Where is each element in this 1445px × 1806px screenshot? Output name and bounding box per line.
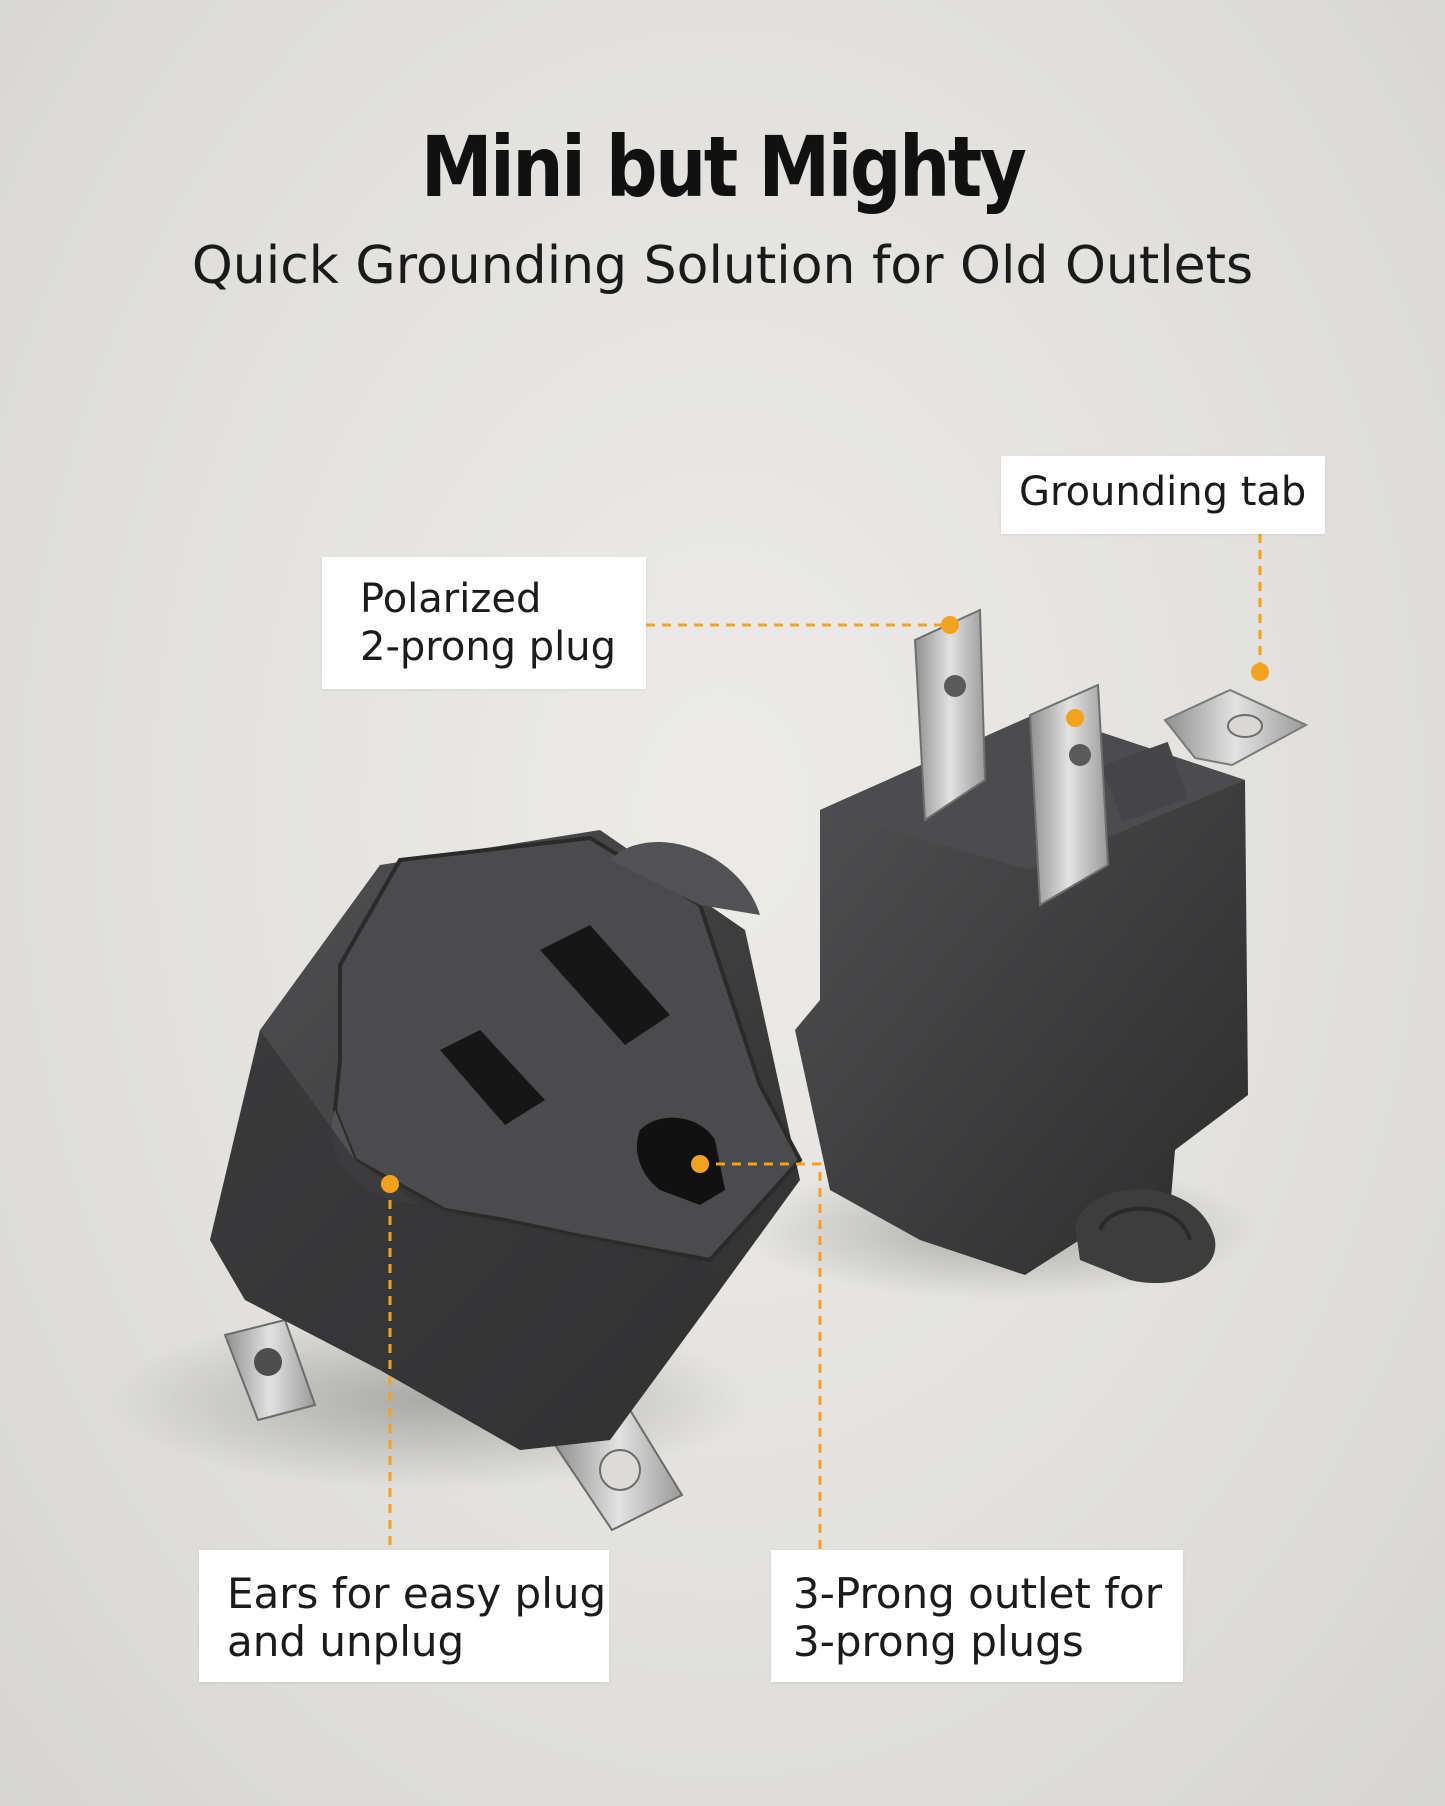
prong-right [1028, 683, 1110, 907]
adapter-front-side [210, 1030, 720, 1450]
callout-dots [381, 616, 1269, 1193]
ear-tab-right-hole [599, 1449, 641, 1491]
callout-ears-line2: and unplug [227, 1617, 465, 1666]
dot-three-prong [691, 1155, 709, 1173]
prong-right-hole [1069, 744, 1091, 766]
callout-three-prong-outlet: 3-Prong outlet for 3-prong plugs [771, 1550, 1183, 1682]
callout-polarized-plug: Polarized 2-prong plug [322, 557, 646, 689]
adapter-back-ear [1075, 1189, 1216, 1284]
callout-polarized-line2: 2-prong plug [360, 624, 617, 670]
adapter-back-label-area [1101, 741, 1189, 823]
callout-grounding-tab-text: Grounding tab [1019, 469, 1307, 515]
dot-polarized-1 [941, 616, 959, 634]
leader-three-prong [700, 1162, 822, 1550]
dot-grounding-tab [1251, 663, 1269, 681]
prong-left-hole [944, 675, 966, 697]
adapter-back-top [820, 712, 1245, 870]
adapter-back [795, 608, 1309, 1284]
adapter-back-ear-inner [1098, 1206, 1192, 1241]
outlet-ground-hole [636, 1117, 725, 1205]
dot-polarized-2 [1066, 709, 1084, 727]
callout-leaders [388, 534, 1262, 1550]
callout-ears-line1: Ears for easy plug [227, 1569, 607, 1618]
dot-ears [381, 1175, 399, 1193]
page-subtitle: Quick Grounding Solution for Old Outlets [191, 236, 1254, 296]
page-title: Mini but Mighty [420, 118, 1027, 216]
adapter-back-body [795, 712, 1248, 1275]
grounding-tab-hole [1227, 714, 1263, 738]
adapter-front [210, 830, 803, 1532]
outlet-slot-hot [440, 1030, 545, 1125]
adapter-front-ear-top [610, 841, 760, 915]
outlet-slot-neutral [540, 925, 670, 1045]
prong-left [913, 608, 987, 822]
callout-polarized-line1: Polarized [360, 576, 542, 622]
callout-grounding-tab: Grounding tab [1001, 456, 1325, 534]
callout-three-prong-line2: 3-prong plugs [793, 1617, 1084, 1666]
callout-three-prong-line1: 3-Prong outlet for [793, 1569, 1162, 1618]
ear-tab-left-hole [254, 1348, 282, 1376]
callout-ears: Ears for easy plug and unplug [199, 1550, 609, 1682]
